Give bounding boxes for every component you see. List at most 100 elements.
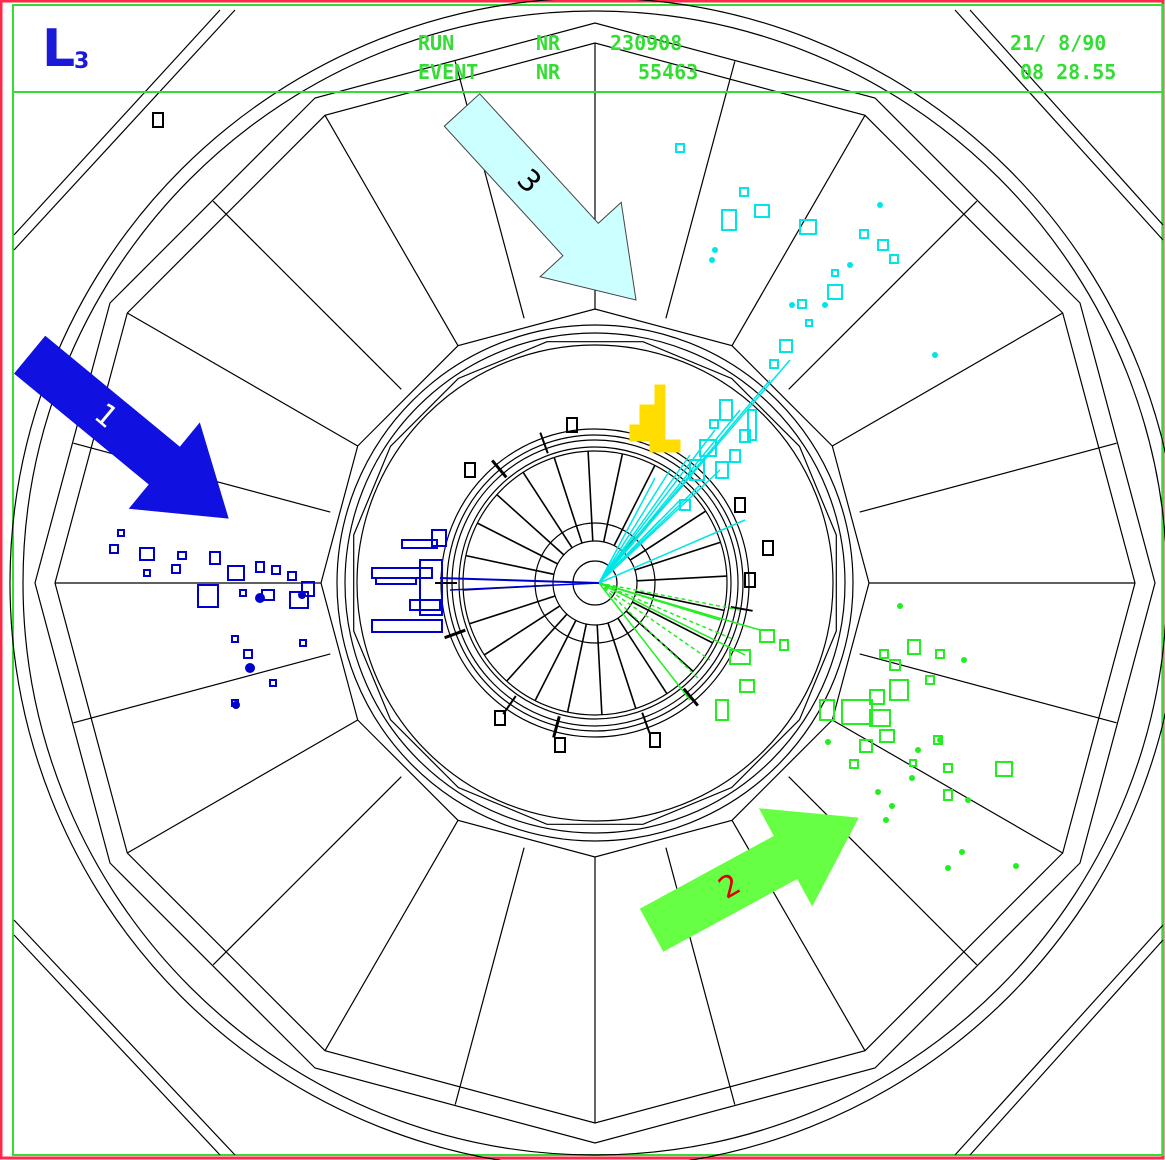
green-hit-22 (819, 699, 835, 721)
yoke-edge-7 (969, 939, 1164, 1156)
blue-hit-12 (301, 581, 315, 597)
track-jet2-1 (598, 582, 736, 641)
muon-spoke-7 (212, 776, 402, 966)
muon-vertex-line-5 (127, 312, 358, 447)
header: L 3 RUN NR 230908 EVENT NR 55463 21/ 8/9… (13, 19, 1163, 93)
yoke-edge-2 (13, 919, 236, 1156)
annotation-arrows: 123 (13, 93, 859, 952)
experiment-logo-subscript: 3 (74, 49, 89, 74)
ecal-spoke-2 (629, 510, 707, 561)
green-dot-10 (965, 797, 971, 803)
cyan-dot-1 (932, 352, 938, 358)
green-dot-12 (915, 747, 921, 753)
blue-hit-7 (287, 571, 297, 581)
blue-ecal-3 (409, 599, 441, 611)
blue-hit-3 (209, 551, 221, 565)
green-hit-10 (859, 739, 873, 753)
arrow-1: 1 (13, 335, 229, 519)
calorimeter-hits (109, 143, 1019, 871)
readout-pad-1 (566, 417, 578, 433)
green-hit-8 (869, 709, 891, 727)
green-hit-21 (779, 639, 789, 651)
cyan-hit-3 (754, 204, 770, 218)
ecal-ring-4 (458, 446, 732, 720)
hcal-polygon (353, 341, 837, 825)
cyan-hit-7 (877, 239, 889, 251)
muon-spoke-6 (73, 653, 331, 724)
readout-pad-0 (152, 112, 164, 128)
event-label: EVENT (418, 60, 478, 84)
cyan-hit-17 (739, 429, 751, 443)
green-hit-1 (935, 649, 945, 659)
green-dot-6 (883, 817, 889, 823)
blue-dot-2 (298, 591, 306, 599)
ecal-spoke-7 (553, 457, 583, 544)
ecal-spoke-17 (566, 623, 588, 713)
green-hit-0 (907, 639, 921, 655)
cyan-hit-18 (709, 419, 719, 429)
green-dot-3 (909, 775, 915, 781)
cyan-hit-14 (689, 459, 705, 481)
run-nr-label: NR (536, 31, 561, 55)
green-hit-12 (909, 759, 917, 767)
green-dot-1 (961, 657, 967, 663)
muon-vertex-line-7 (127, 719, 358, 854)
event-date: 21/ 8/90 (1010, 31, 1106, 55)
readout-pad-2 (734, 497, 746, 513)
blue-hit-20 (231, 635, 239, 643)
track-jet2-6 (598, 582, 761, 631)
tracks (439, 359, 791, 701)
green-hit-4 (925, 675, 935, 685)
ecal-tick-7 (682, 687, 699, 707)
blue-hit-13 (299, 639, 307, 647)
green-hit-16 (943, 789, 953, 801)
hcal-ring-outer (336, 324, 854, 842)
ecal-tick-1 (491, 459, 508, 479)
yellow-hit-3 (649, 439, 681, 453)
green-hit-11 (849, 759, 859, 769)
readout-pad-3 (762, 540, 774, 556)
muon-spoke-3 (454, 61, 525, 319)
run-number: 230908 (610, 31, 682, 55)
green-hit-7 (841, 699, 873, 725)
ecal-spoke-9 (496, 494, 565, 556)
cyan-hit-10 (797, 299, 807, 309)
track-jet2-7 (598, 582, 711, 661)
run-label: RUN (418, 31, 454, 55)
tracker-ring-mid (552, 540, 638, 626)
track-jet1-0 (439, 577, 600, 584)
cyan-dot-3 (709, 257, 715, 263)
arrow-3: 3 (443, 93, 637, 301)
green-hit-14 (943, 763, 953, 773)
green-dot-8 (959, 849, 965, 855)
blue-hit-0 (109, 544, 119, 554)
ecal-spoke-16 (534, 620, 577, 701)
ecal-spoke-14 (483, 605, 561, 656)
blue-ecal-4 (419, 559, 443, 616)
cyan-hit-19 (747, 409, 757, 441)
blue-hit-14 (269, 679, 277, 687)
ecal-tick-3 (444, 628, 466, 640)
green-dot-2 (825, 739, 831, 745)
muon-vertex-line-1 (832, 312, 1063, 447)
ecal-spoke-13 (469, 595, 556, 625)
muon-octant-outer (34, 22, 1156, 1144)
muon-spoke-10 (788, 776, 978, 966)
ecal-spoke-5 (602, 453, 624, 543)
ecal-spoke-6 (587, 451, 594, 542)
track-jet2-4 (598, 582, 691, 701)
green-hit-20 (759, 629, 775, 643)
blue-ecal-6 (375, 577, 417, 585)
cyan-hit-12 (769, 359, 779, 369)
ecal-spoke-11 (465, 554, 555, 576)
blue-hit-9 (239, 589, 247, 597)
muon-vertex-line-2 (731, 115, 866, 346)
blue-hit-16 (243, 649, 253, 659)
green-hit-18 (729, 649, 751, 665)
blue-hit-19 (117, 529, 125, 537)
track-jet3-extra (598, 519, 746, 584)
cyan-dot-2 (712, 247, 718, 253)
cyan-hit-22 (729, 449, 741, 463)
blue-dot-0 (245, 663, 255, 673)
